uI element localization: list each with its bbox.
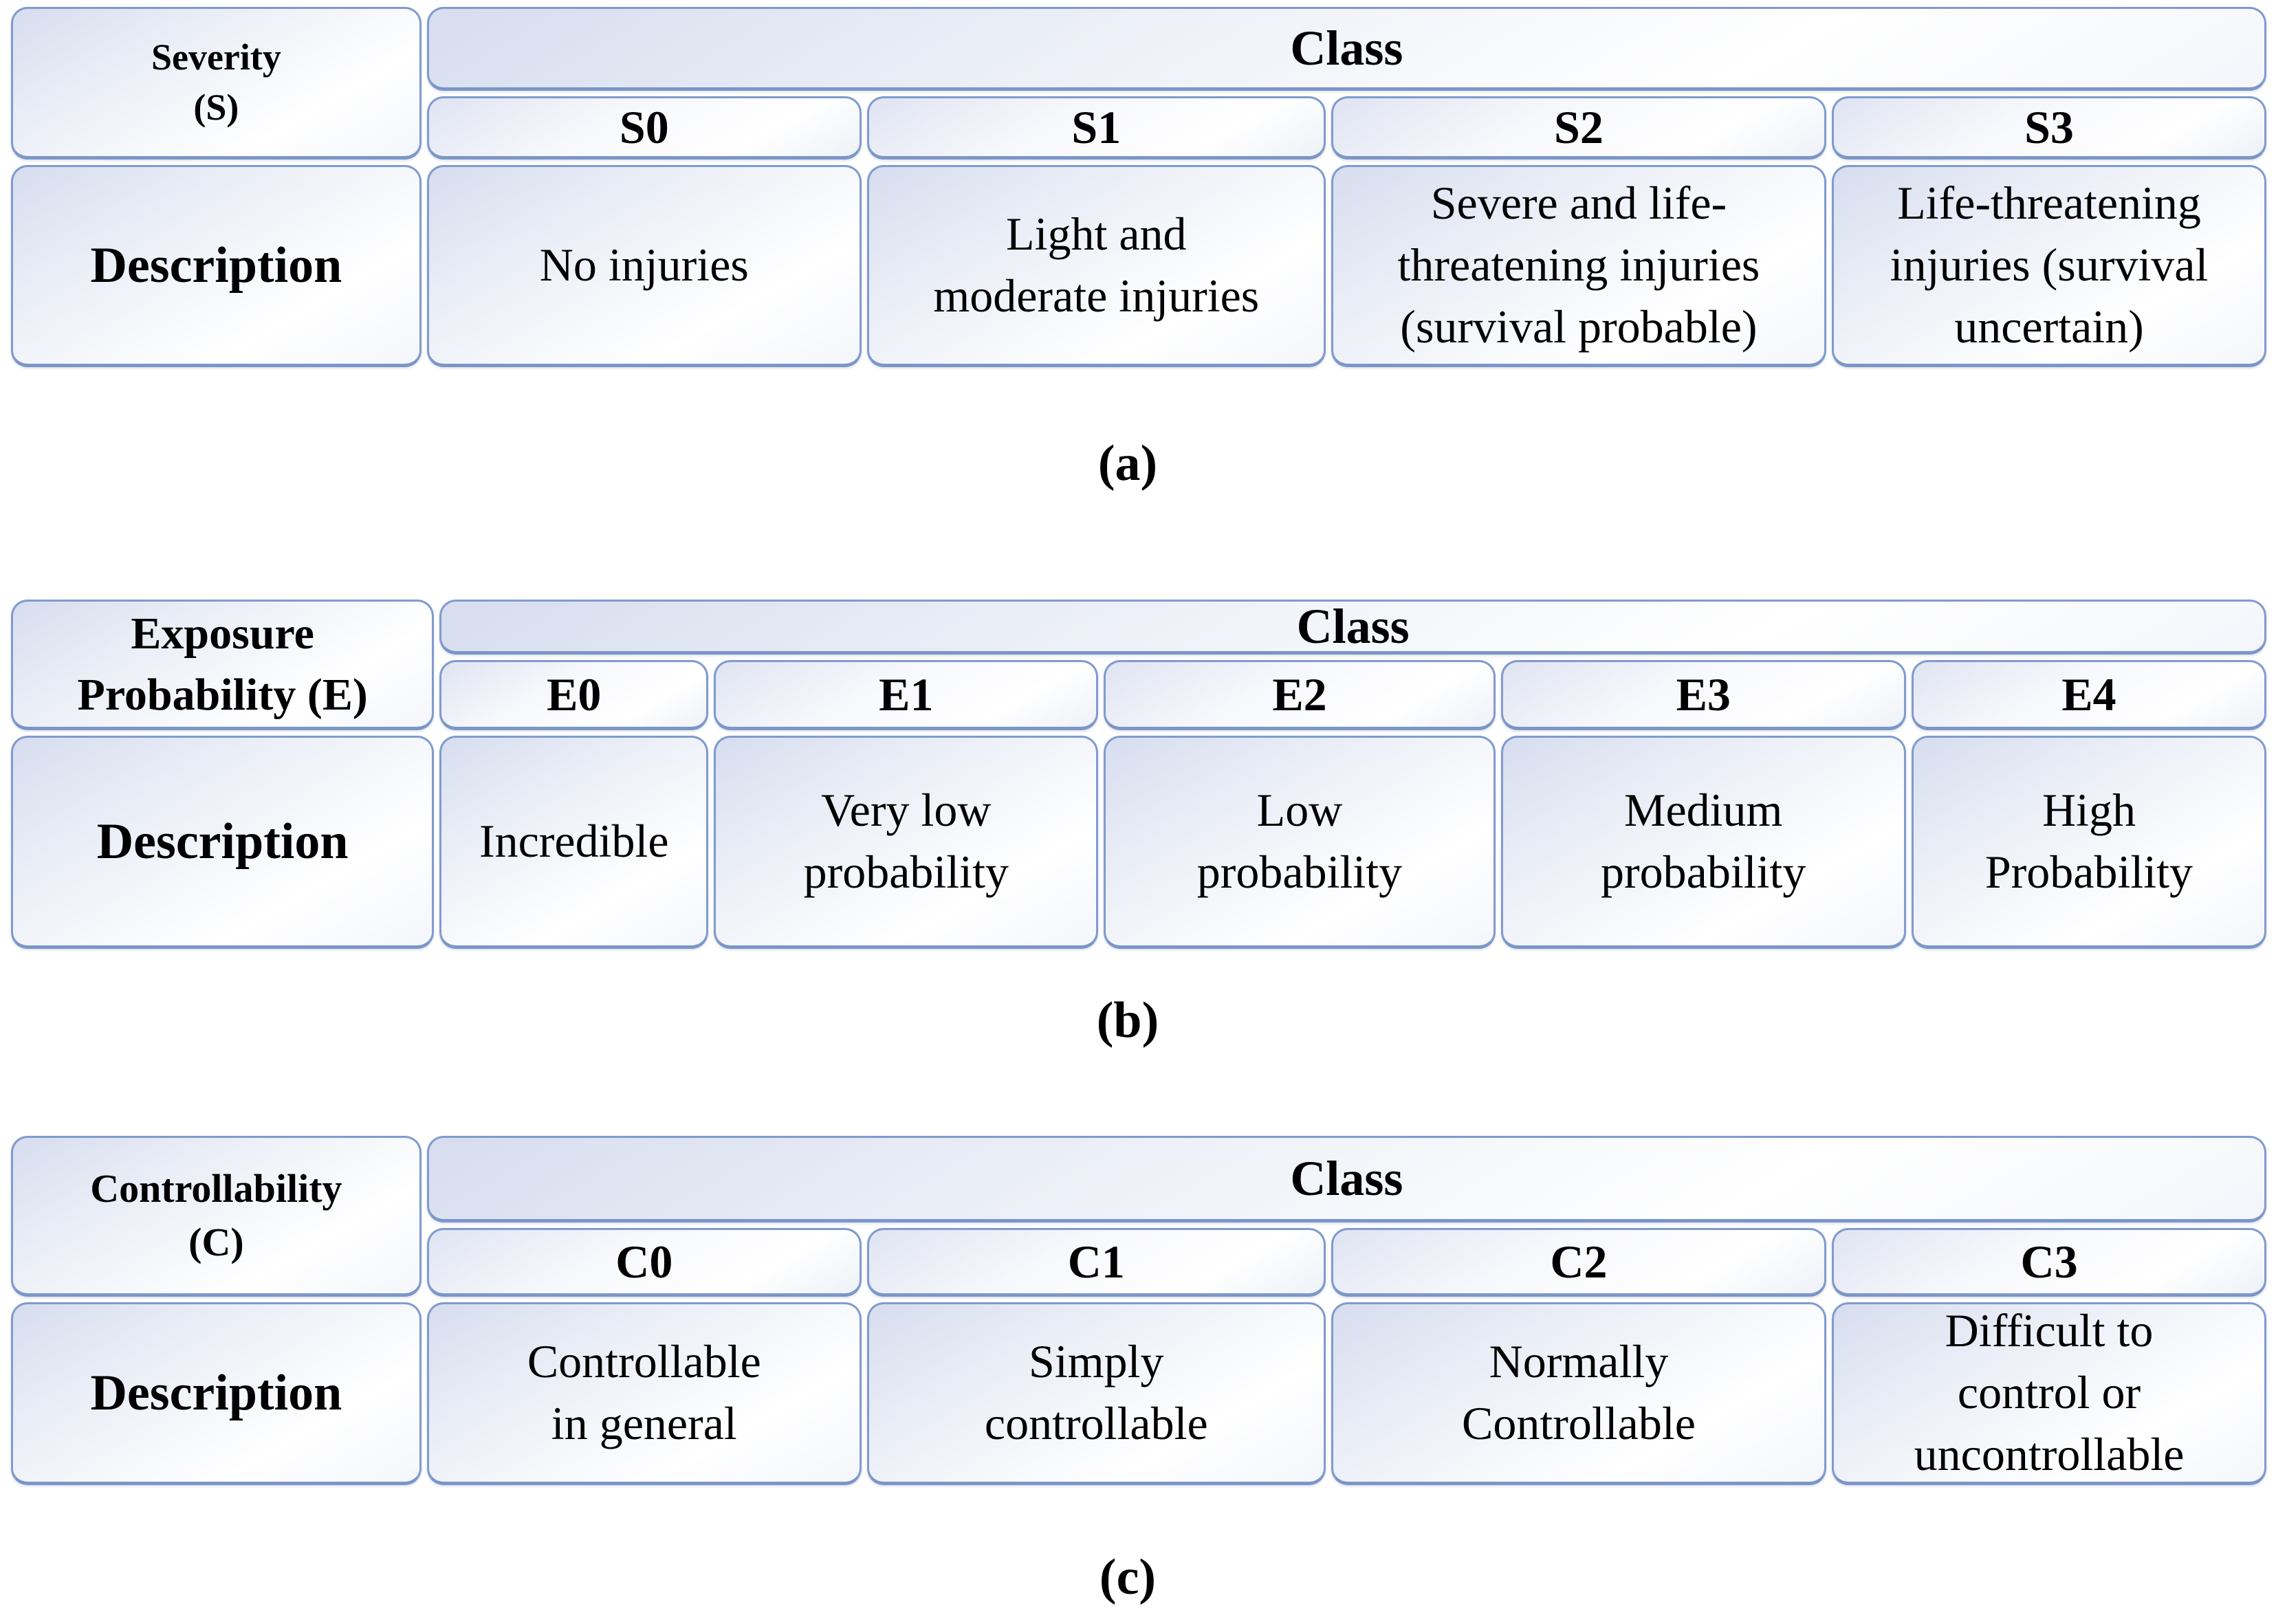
description-cell-s2: Severe and life- threatening injuries (s…: [1331, 165, 1827, 367]
description-cell-s3: Life-threatening injuries (survival unce…: [1832, 165, 2266, 367]
description-cell-c1: Simply controllable: [866, 1302, 1326, 1485]
description-cell-e1: Very low probability: [714, 736, 1099, 949]
class-cell-c1: C1: [866, 1228, 1326, 1297]
description-cell-c0: Controllable in general: [426, 1302, 862, 1485]
controllability-table: Controllability (C) Class C0 C1 C2 C3 De…: [11, 1136, 2266, 1485]
description-cell-e0: Incredible: [439, 736, 709, 949]
controllability-class-header: Class: [426, 1136, 2266, 1222]
exposure-table: Exposure Probability (E) Class E0 E1 E2 …: [11, 600, 2266, 949]
controllability-row-header: Controllability (C): [11, 1136, 422, 1297]
class-cell-c0: C0: [426, 1228, 862, 1297]
class-cell-e1: E1: [714, 660, 1099, 730]
class-cell-e3: E3: [1500, 660, 1906, 730]
severity-class-header: Class: [426, 7, 2266, 91]
description-cell-c2: Normally Controllable: [1331, 1302, 1827, 1485]
description-cell-e4: High Probability: [1911, 736, 2266, 949]
severity-description-header: Description: [11, 165, 422, 367]
class-cell-e2: E2: [1104, 660, 1496, 730]
class-cell-c3: C3: [1832, 1228, 2266, 1297]
class-cell-s3: S3: [1832, 96, 2266, 160]
class-cell-s1: S1: [866, 96, 1326, 160]
class-cell-e0: E0: [439, 660, 709, 730]
class-cell-e4: E4: [1911, 660, 2266, 730]
class-cell-s2: S2: [1331, 96, 1827, 160]
class-cell-c2: C2: [1331, 1228, 1827, 1297]
caption-b: (b): [1096, 992, 1159, 1049]
description-cell-s0: No injuries: [426, 165, 862, 367]
exposure-row-header: Exposure Probability (E): [11, 600, 435, 730]
controllability-description-header: Description: [11, 1302, 422, 1485]
caption-c: (c): [1099, 1549, 1157, 1605]
description-cell-e2: Low probability: [1104, 736, 1496, 949]
description-cell-e3: Medium probability: [1500, 736, 1906, 949]
severity-row-header: Severity (S): [11, 7, 422, 160]
exposure-description-header: Description: [11, 736, 435, 949]
class-cell-s0: S0: [426, 96, 862, 160]
description-cell-s1: Light and moderate injuries: [866, 165, 1326, 367]
description-cell-c3: Difficult to control or uncontrollable: [1832, 1302, 2266, 1485]
exposure-class-header: Class: [439, 600, 2266, 655]
severity-table: Severity (S) Class S0 S1 S2 S3 Descripti…: [11, 7, 2266, 367]
caption-a: (a): [1097, 435, 1158, 492]
